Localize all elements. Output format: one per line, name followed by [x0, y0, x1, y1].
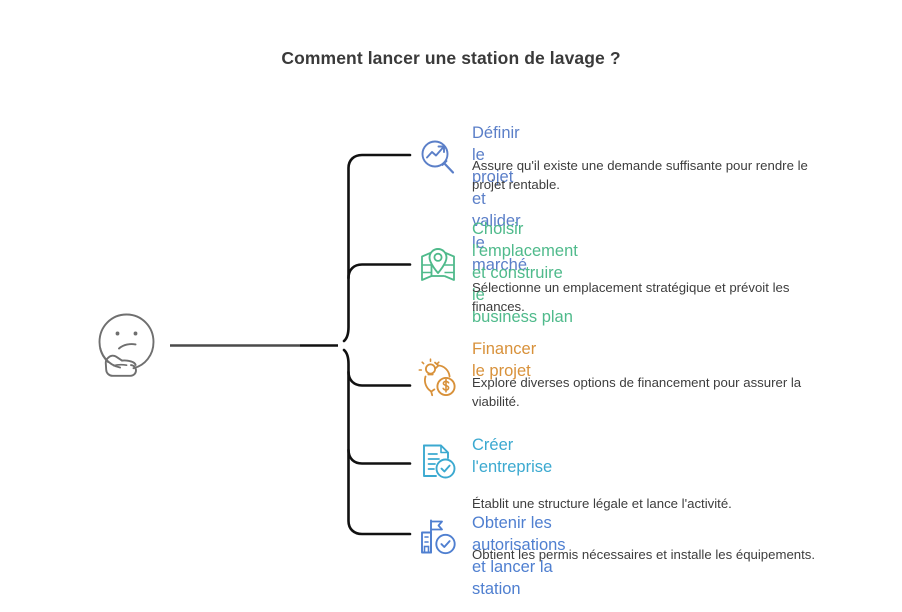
branch-title-2: Choisir l'emplacement et construire le b… [472, 220, 578, 326]
funding-idea-money-icon [417, 358, 459, 400]
building-check-icon [417, 516, 459, 558]
branch-description-5: Obtient les permis nécessaires et instal… [472, 547, 816, 562]
connector-branch-5 [342, 348, 412, 536]
branch-description-4: Établit une structure légale et lance l'… [472, 496, 732, 511]
connector-branch-2 [347, 263, 412, 280]
branch-description-1: Assure qu'il existe une demande suffisan… [472, 158, 808, 192]
page-title: Comment lancer une station de lavage ? [281, 48, 621, 68]
map-location-icon [417, 243, 459, 285]
branch-description-3: Explore diverses options de financement … [472, 375, 802, 409]
branch-title-5: Obtenir les autorisations et lancer la s… [472, 514, 566, 598]
document-check-icon [417, 440, 459, 482]
branch-title-1: Définir le projet et valider le marché [472, 124, 528, 274]
connector-branch-4 [347, 448, 412, 465]
central-node[interactable] [92, 305, 164, 379]
branch-title-3: Financer le projet [472, 340, 537, 380]
market-research-icon [417, 136, 459, 178]
branch-description-2: Sélectionne un emplacement stratégique e… [472, 280, 790, 314]
branch-title-4: Créer l'entreprise [472, 436, 553, 476]
thinking-face-icon [98, 313, 155, 377]
connector-branch-3 [347, 370, 412, 387]
connector-branch-1 [342, 153, 412, 343]
